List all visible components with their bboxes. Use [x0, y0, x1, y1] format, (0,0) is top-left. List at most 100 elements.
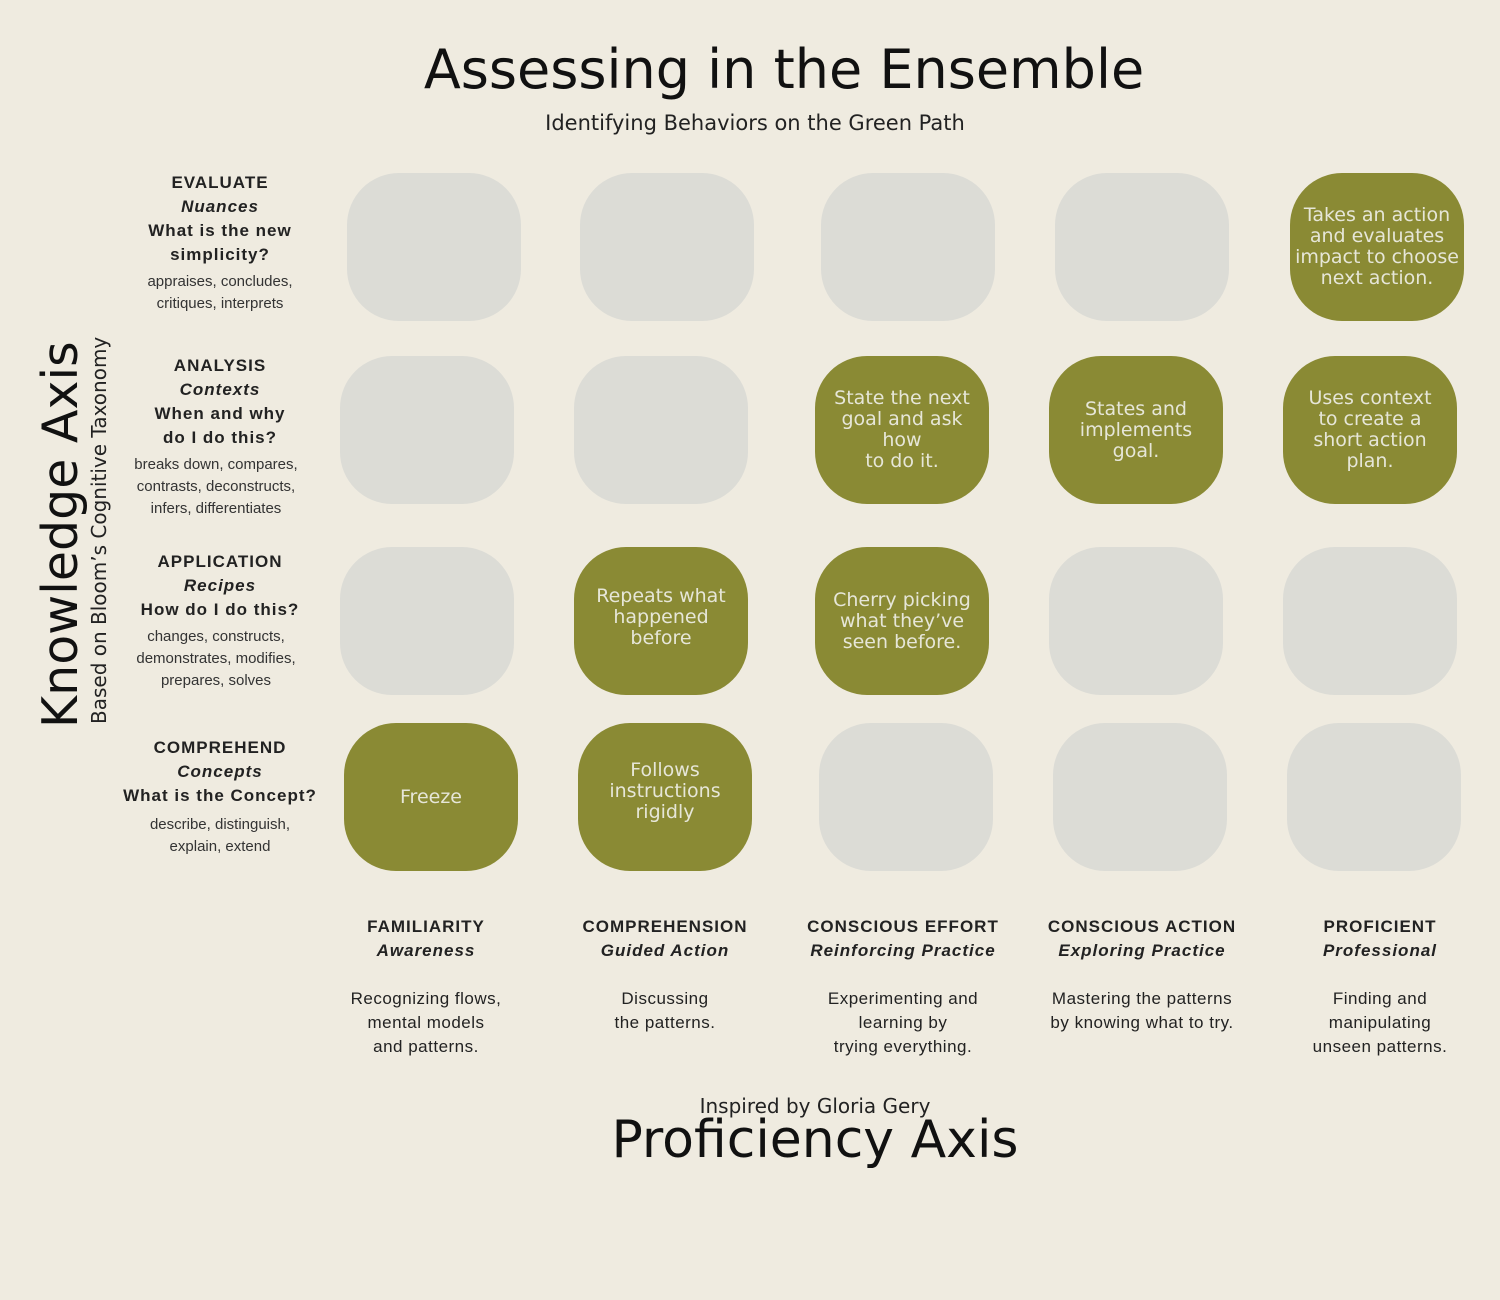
column-name: CONSCIOUS EFFORT — [807, 917, 999, 936]
row-theme: Concepts — [177, 762, 263, 781]
cell-text: implements — [1079, 418, 1193, 441]
cell-application-proficient — [1283, 547, 1457, 695]
column-label-conscious-effort: CONSCIOUS EFFORT Reinforcing Practice Ex… — [783, 915, 1023, 1059]
cell-text: instructions — [609, 779, 721, 802]
column-desc-line: Recognizing flows, — [350, 989, 502, 1008]
cell-text: next action. — [1320, 267, 1434, 289]
cell-text: plan. — [1346, 450, 1394, 472]
cell-comprehend-comprehension: Follows instructions rigidly — [578, 723, 752, 871]
proficiency-axis-title: Proficiency Axis — [611, 1110, 1019, 1170]
cell-comprehend-conscious-action — [1053, 723, 1227, 871]
row-verbs: describe, distinguish, explain, extend — [120, 814, 320, 858]
cell-application-familiarity — [340, 547, 514, 695]
column-theme: Guided Action — [600, 941, 730, 960]
column-theme: Awareness — [376, 941, 476, 960]
row-verbs-line: demonstrates, modifies, — [136, 650, 296, 667]
column-name: CONSCIOUS ACTION — [1047, 917, 1237, 936]
cell-evaluate-familiarity — [347, 173, 521, 321]
cell-comprehend-proficient — [1287, 723, 1461, 871]
column-desc-line: trying everything. — [833, 1037, 973, 1056]
cell-analysis-familiarity — [340, 356, 514, 504]
column-desc-line: manipulating — [1328, 1013, 1432, 1032]
cell-text: goal. — [1112, 439, 1160, 462]
column-theme: Professional — [1322, 941, 1438, 960]
row-verbs-line: appraises, concludes, — [147, 273, 293, 290]
column-desc: Experimenting and learning by trying eve… — [783, 987, 1023, 1059]
row-label-comprehend: COMPREHEND Concepts What is the Concept?… — [120, 736, 320, 858]
row-verbs-line: prepares, solves — [160, 672, 272, 689]
row-label-application: APPLICATION Recipes How do I do this? ch… — [120, 550, 320, 692]
column-label-familiarity: FAMILIARITY Awareness Recognizing flows,… — [306, 915, 546, 1059]
column-label-comprehension: COMPREHENSION Guided Action Discussing t… — [545, 915, 785, 1035]
cell-text: Follows — [630, 758, 700, 781]
column-name: COMPREHENSION — [582, 917, 748, 936]
row-label-evaluate: EVALUATE Nuances What is the new simplic… — [120, 171, 320, 315]
cell-evaluate-proficient: Takes an action and evaluates impact to … — [1290, 173, 1464, 321]
row-name: ANALYSIS — [173, 356, 267, 375]
column-theme: Exploring Practice — [1058, 941, 1226, 960]
row-theme: Recipes — [183, 576, 257, 595]
cell-text: Takes an action — [1303, 204, 1451, 226]
column-desc: Finding and manipulating unseen patterns… — [1260, 987, 1500, 1059]
cell-text: State the next — [834, 387, 970, 409]
column-desc-line: and patterns. — [373, 1037, 479, 1056]
column-desc-line: by knowing what to try. — [1050, 1013, 1234, 1032]
row-question: do I do this? — [162, 428, 278, 447]
column-name: FAMILIARITY — [367, 917, 485, 936]
column-desc: Recognizing flows, mental models and pat… — [306, 987, 546, 1059]
column-desc-line: Experimenting and — [827, 989, 979, 1008]
cell-text: Repeats what — [596, 584, 726, 607]
row-question: How do I do this? — [140, 600, 300, 619]
cell-text: Uses context — [1308, 387, 1432, 409]
cell-text: impact to choose — [1295, 246, 1459, 268]
column-desc-line: Discussing — [621, 989, 709, 1008]
cell-analysis-comprehension — [574, 356, 748, 504]
knowledge-axis-title: Knowledge Axis — [32, 341, 89, 728]
cell-application-conscious-action — [1049, 547, 1223, 695]
column-desc-line: mental models — [367, 1013, 485, 1032]
row-label-analysis: ANALYSIS Contexts When and why do I do t… — [120, 354, 320, 520]
cell-text: short action — [1313, 429, 1427, 451]
row-name: EVALUATE — [171, 173, 269, 192]
column-label-proficient: PROFICIENT Professional Finding and mani… — [1260, 915, 1500, 1059]
row-theme: Contexts — [179, 380, 261, 399]
row-verbs: appraises, concludes, critiques, interpr… — [120, 271, 320, 315]
cell-evaluate-conscious-action — [1055, 173, 1229, 321]
cell-evaluate-comprehension — [580, 173, 754, 321]
cell-text: seen before. — [842, 630, 962, 653]
credit-line: Inspired by Gloria Gery — [699, 1094, 931, 1118]
cell-analysis-conscious-effort: State the next goal and ask how to do it… — [815, 356, 989, 504]
row-verbs: breaks down, compares, contrasts, decons… — [112, 454, 320, 520]
cell-application-comprehension: Repeats what happened before — [574, 547, 748, 695]
cell-text: goal and ask how — [841, 408, 963, 451]
cell-text: before — [630, 626, 692, 649]
cell-application-conscious-effort: Cherry picking what they’ve seen before. — [815, 547, 989, 695]
column-desc-line: unseen patterns. — [1312, 1037, 1448, 1056]
column-label-conscious-action: CONSCIOUS ACTION Exploring Practice Mast… — [1022, 915, 1262, 1035]
row-verbs-line: contrasts, deconstructs, — [136, 478, 296, 495]
cell-analysis-proficient: Uses context to create a short action pl… — [1283, 356, 1457, 504]
cell-comprehend-conscious-effort — [819, 723, 993, 871]
column-theme: Reinforcing Practice — [810, 941, 996, 960]
row-verbs-line: describe, distinguish, — [149, 816, 291, 833]
column-desc-line: the patterns. — [614, 1013, 716, 1032]
cell-evaluate-conscious-effort — [821, 173, 995, 321]
cell-comprehend-familiarity: Freeze — [344, 723, 518, 871]
cell-analysis-conscious-action: States and implements goal. — [1049, 356, 1223, 504]
cell-text: what they’ve — [839, 609, 965, 632]
cell-text: Cherry picking — [833, 588, 971, 611]
row-question: What is the Concept? — [123, 786, 317, 805]
cell-text: to do it. — [865, 450, 939, 472]
cell-text: Freeze — [400, 785, 462, 808]
column-desc-line: Mastering the patterns — [1051, 989, 1233, 1008]
column-name: PROFICIENT — [1323, 917, 1437, 936]
row-verbs-line: infers, differentiates — [150, 500, 282, 517]
knowledge-axis-subtitle: Based on Bloom’s Cognitive Taxonomy — [87, 336, 111, 724]
cell-text: happened — [613, 605, 709, 628]
cell-text: rigidly — [635, 800, 695, 823]
column-desc-line: learning by — [858, 1013, 948, 1032]
row-verbs: changes, constructs, demonstrates, modif… — [112, 626, 320, 692]
column-desc: Discussing the patterns. — [545, 987, 785, 1035]
row-verbs-line: changes, constructs, — [147, 628, 285, 645]
cell-text: to create a — [1318, 408, 1422, 430]
